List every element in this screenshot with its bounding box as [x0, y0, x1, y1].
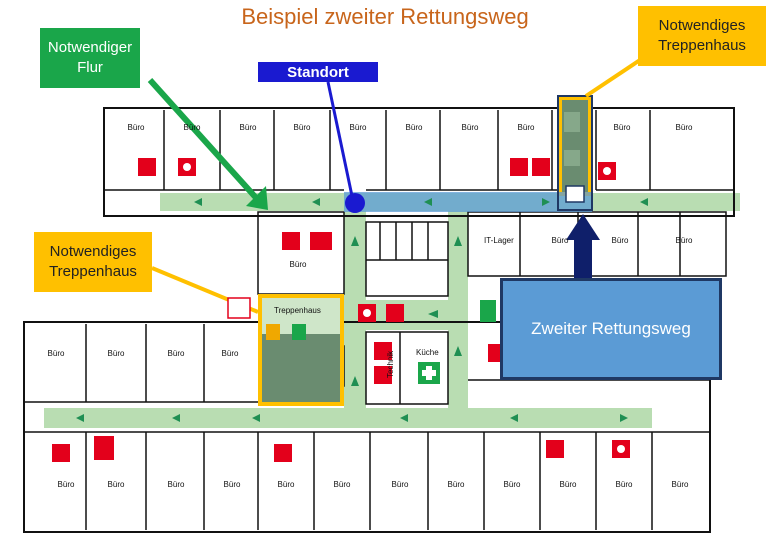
room-label: Büro — [461, 123, 479, 132]
page-title: Beispiel zweiter Rettungsweg — [241, 4, 529, 29]
room-label: Büro — [613, 123, 631, 132]
room-label: Büro — [671, 480, 689, 489]
kueche-label: Küche — [416, 348, 439, 357]
fire-sign-symbols — [183, 163, 625, 453]
zweiter-pointer-head — [566, 214, 600, 240]
room-label: Büro — [223, 480, 241, 489]
room-label: Büro — [615, 480, 633, 489]
room-label: Büro — [391, 480, 409, 489]
second-escape-route — [344, 192, 592, 212]
flur-pointer — [147, 77, 261, 203]
upper-building-wall — [103, 107, 735, 217]
it-lager-label: IT-Lager — [484, 236, 514, 245]
room-label: Büro — [405, 123, 423, 132]
standort-marker — [345, 193, 365, 213]
room-label: Büro — [221, 349, 239, 358]
middle-block-walls — [257, 211, 727, 405]
room-label: Büro — [47, 349, 65, 358]
room-label: Büro — [127, 123, 145, 132]
room-label: Büro — [289, 260, 307, 269]
room-label: Büro — [167, 349, 185, 358]
standort-pointer — [326, 81, 354, 197]
treppenhaus-label: Treppenhaus — [274, 306, 321, 315]
treppenhaus-top-pointer — [584, 58, 642, 98]
room-label: Büro — [293, 123, 311, 132]
callout-zweiter-rettungsweg: Zweiter Rettungsweg — [500, 278, 722, 380]
room-label: Büro — [447, 480, 465, 489]
room-label: Büro — [517, 123, 535, 132]
lower-corridor — [44, 408, 652, 428]
room-label: Büro — [239, 123, 257, 132]
upper-office-walls — [104, 110, 734, 191]
elevator-sign-top — [565, 185, 585, 203]
callout-treppenhaus-left: Notwendiges Treppenhaus — [34, 232, 152, 292]
room-label: Büro — [57, 480, 75, 489]
zweiter-pointer-shaft — [574, 236, 592, 280]
room-label: Büro — [503, 480, 521, 489]
callout-treppenhaus-top: Notwendiges Treppenhaus — [638, 6, 766, 66]
room-label: Büro — [333, 480, 351, 489]
room-label: Büro — [675, 236, 693, 245]
room-label: Büro — [675, 123, 693, 132]
room-label: Büro — [349, 123, 367, 132]
room-label: Büro — [107, 349, 125, 358]
technik-label: Technik — [386, 350, 395, 378]
room-label: Büro — [559, 480, 577, 489]
flur-pointer-head — [246, 186, 268, 210]
room-label: Büro — [611, 236, 629, 245]
lower-office-walls — [24, 324, 710, 530]
room-label: Büro — [107, 480, 125, 489]
callout-standort: Standort — [258, 62, 378, 82]
room-label: Büro — [551, 236, 569, 245]
callout-notwendiger-flur: Notwendiger Flur — [40, 28, 140, 88]
elevator-sign-left — [227, 297, 251, 319]
direction-arrows — [76, 198, 648, 422]
second-route-stair-outline — [557, 95, 593, 211]
first-aid-signs — [266, 112, 580, 384]
room-label: Büro — [183, 123, 201, 132]
room-label: Büro — [167, 480, 185, 489]
room-label: Büro — [277, 480, 295, 489]
